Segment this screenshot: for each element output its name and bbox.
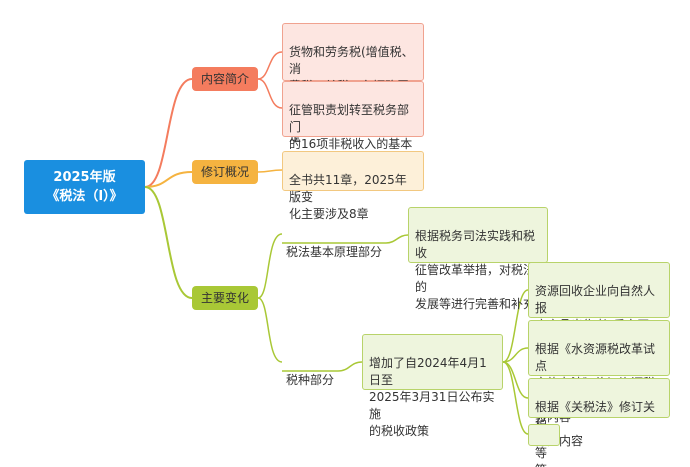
taxes-item-etc[interactable]: 等等 — [528, 424, 560, 467]
changes-basic-detail-text: 根据税务司法实践和税收 征管改革举措，对税法的 发展等进行完善和补充 — [415, 229, 536, 311]
branch-revision[interactable]: 修订概况 — [192, 160, 258, 184]
revision-item-chapters-text: 全书共11章，2025年版变 化主要涉及8章 — [289, 173, 407, 221]
intro-item-goods-tax[interactable]: 货物和劳务税(增值税、消 费税、关税、车辆购置税 等)的基本原理和制度规定 — [282, 23, 424, 144]
link-root-changes — [144, 186, 193, 299]
changes-basic-detail[interactable]: 根据税务司法实践和税收 征管改革举措，对税法的 发展等进行完善和补充 — [408, 207, 548, 311]
changes-taxes-detail[interactable]: 增加了自2024年4月1日至 2025年3月31日公布实施 的税收政策 — [362, 334, 503, 438]
link-basic-detail — [385, 234, 409, 244]
branch-revision-label: 修订概况 — [200, 165, 249, 179]
changes-taxes-label-node[interactable]: 税种部分 — [282, 353, 342, 387]
link-changes-basic — [257, 233, 283, 299]
branch-changes[interactable]: 主要变化 — [192, 286, 258, 310]
taxes-item-water-resource[interactable]: 根据《水资源税改革试点 实施办法》修订资源税部 分内容 — [528, 320, 670, 424]
link-detail-item3 — [502, 361, 529, 399]
link-intro-item2 — [257, 78, 283, 109]
taxes-item-customs-law[interactable]: 根据《关税法》修订关税 部分内容 — [528, 378, 670, 448]
link-intro-item1 — [257, 51, 283, 80]
link-root-intro — [144, 78, 193, 188]
link-root-revision — [144, 171, 193, 188]
link-changes-taxes — [257, 297, 283, 363]
root-title: 2025年版 《税法（I）》 — [46, 170, 123, 204]
link-detail-item4 — [502, 361, 529, 435]
link-revision-item — [257, 169, 283, 173]
root-node[interactable]: 2025年版 《税法（I）》 — [24, 160, 145, 214]
changes-basic-label-node[interactable]: 税法基本原理部分 — [282, 225, 388, 259]
link-taxes-detail — [337, 361, 363, 372]
branch-changes-label: 主要变化 — [200, 291, 249, 305]
taxes-item-reverse-invoice[interactable]: 资源回收企业向自然人报 废产品出售者“反向开票” 相关政策 — [528, 262, 670, 366]
taxes-item-etc-text: 等等 — [535, 446, 548, 467]
changes-taxes-label: 税种部分 — [286, 373, 335, 387]
changes-basic-label: 税法基本原理部分 — [286, 245, 383, 259]
intro-item-nontax[interactable]: 征管职责划转至税务部门 的16项非税收入的基本原 理和制度规定 — [282, 81, 424, 185]
branch-intro-label: 内容简介 — [200, 72, 249, 86]
link-detail-item1 — [502, 289, 529, 363]
changes-taxes-detail-text: 增加了自2024年4月1日至 2025年3月31日公布实施 的税收政策 — [369, 356, 495, 438]
revision-item-chapters[interactable]: 全书共11章，2025年版变 化主要涉及8章 — [282, 151, 424, 221]
branch-intro[interactable]: 内容简介 — [192, 67, 258, 91]
link-detail-item2 — [502, 347, 529, 363]
